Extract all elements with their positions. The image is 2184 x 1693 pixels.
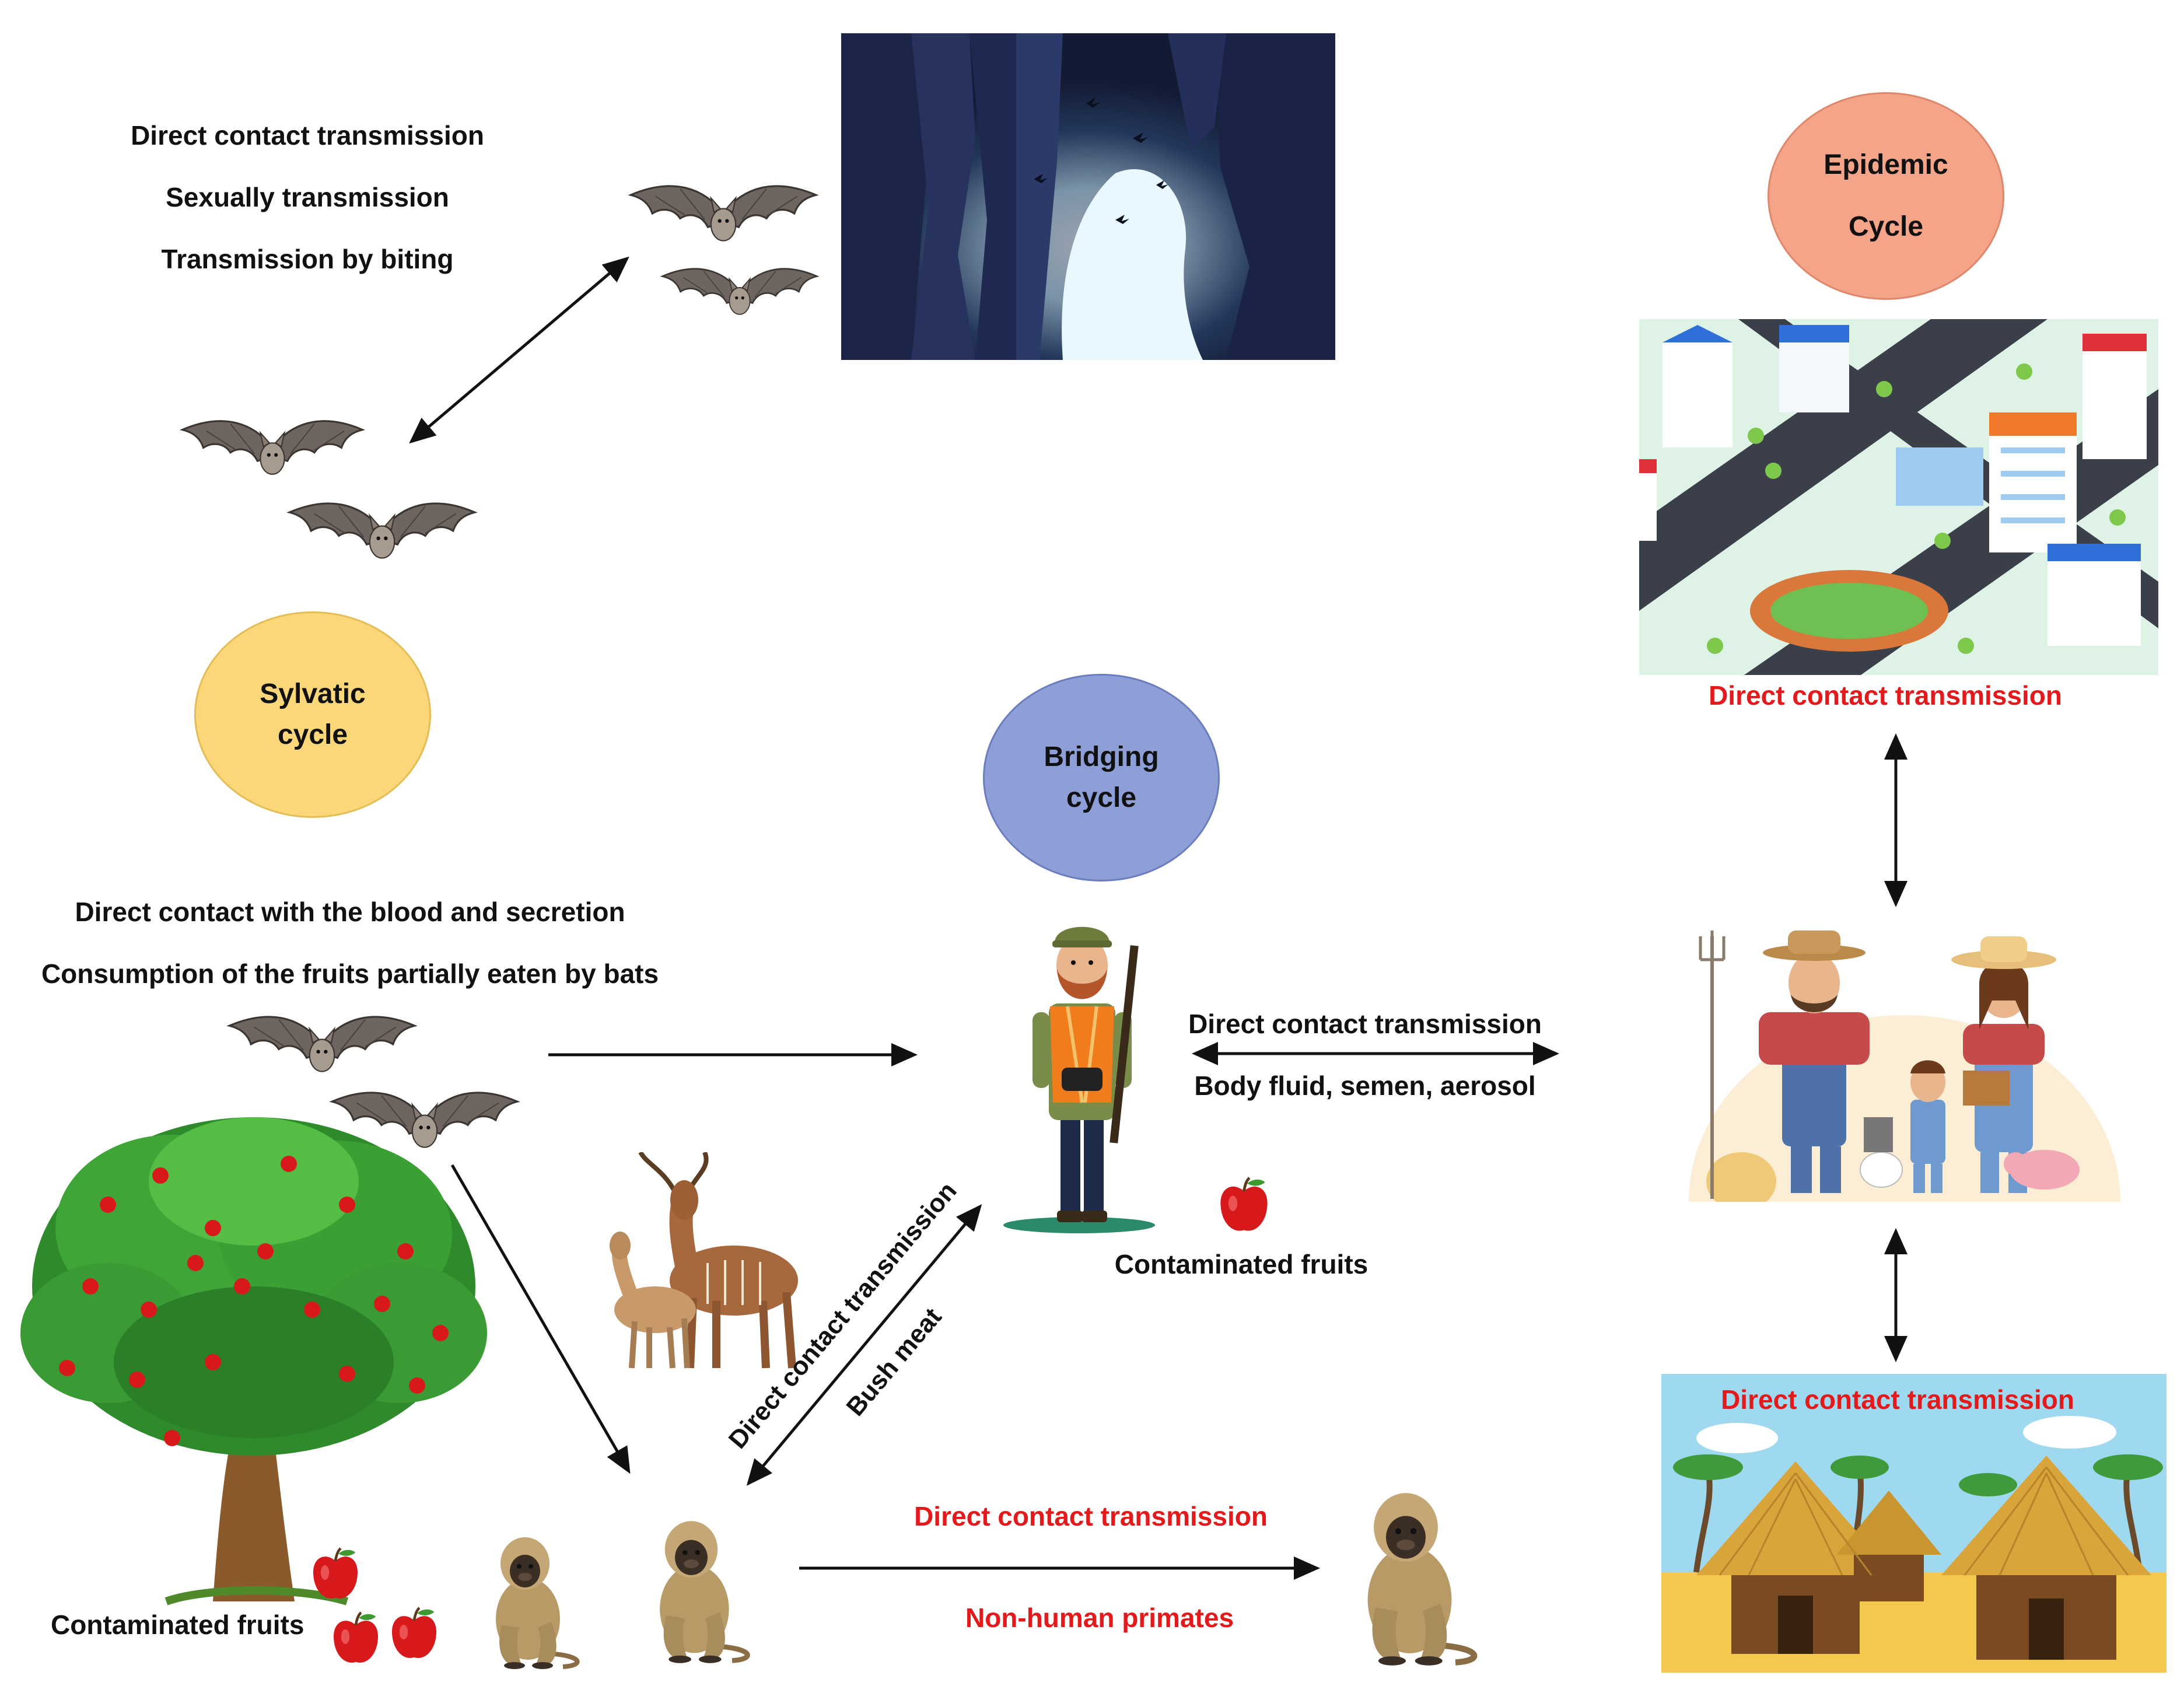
cave-image bbox=[841, 33, 1335, 360]
route-fruits-eaten: Consumption of the fruits partially eate… bbox=[41, 959, 659, 989]
apple-icon bbox=[388, 1605, 440, 1664]
epidemic-cycle-circle: Epidemic Cycle bbox=[1768, 92, 2004, 300]
hunter-icon bbox=[1003, 910, 1161, 1237]
arrow-bats-to-cave bbox=[409, 256, 629, 444]
epidemic-circle-line2: Cycle bbox=[1848, 211, 1924, 242]
bat-icon bbox=[652, 251, 827, 333]
apple-icon bbox=[309, 1546, 362, 1604]
contaminated-fruits-label-center: Contaminated fruits bbox=[1114, 1249, 1368, 1279]
apple-icon bbox=[330, 1610, 382, 1668]
monkey-icon bbox=[1321, 1470, 1490, 1668]
primate-route-direct: Direct contact transmission bbox=[914, 1501, 1268, 1531]
sylvatic-circle-line2: cycle bbox=[277, 719, 348, 750]
monkey-icon bbox=[461, 1520, 589, 1671]
antelope-icon bbox=[600, 1152, 816, 1377]
bridging-cycle-circle: Bridging cycle bbox=[983, 674, 1220, 882]
city-direct-contact-label: Direct contact transmission bbox=[1709, 680, 2062, 711]
hunter-route-fluids: Body fluid, semen, aerosol bbox=[1194, 1071, 1536, 1101]
apple-icon bbox=[1216, 1176, 1272, 1237]
bridging-circle-line1: Bridging bbox=[1044, 741, 1159, 772]
bridging-circle-line2: cycle bbox=[1066, 782, 1137, 813]
route-blood-secretion: Direct contact with the blood and secret… bbox=[75, 897, 625, 927]
village-direct-contact-label: Direct contact transmission bbox=[1721, 1384, 2074, 1415]
primate-route-nonhuman: Non-human primates bbox=[965, 1603, 1234, 1633]
route-sexual: Sexually transmission bbox=[166, 182, 449, 212]
arrow-monkey-to-hunter bbox=[746, 1204, 982, 1486]
village-huts-image bbox=[1661, 1374, 2166, 1673]
bat-icon bbox=[277, 484, 487, 578]
sylvatic-circle-line1: Sylvatic bbox=[260, 678, 366, 709]
farmer-family-icon bbox=[1689, 925, 2120, 1202]
bat-icon bbox=[170, 403, 374, 493]
city-image bbox=[1639, 319, 2158, 675]
route-biting: Transmission by biting bbox=[161, 244, 454, 274]
bat-icon bbox=[618, 167, 828, 260]
contaminated-fruits-label-left: Contaminated fruits bbox=[51, 1610, 304, 1640]
apple-tree-icon bbox=[20, 1111, 487, 1610]
route-direct-contact: Direct contact transmission bbox=[131, 120, 484, 151]
monkey-icon bbox=[624, 1502, 758, 1666]
hunter-route-direct: Direct contact transmission bbox=[1188, 1009, 1542, 1039]
arrow-bats-to-monkey bbox=[450, 1164, 631, 1474]
sylvatic-cycle-circle: Sylvatic cycle bbox=[194, 611, 431, 818]
epidemic-circle-line1: Epidemic bbox=[1824, 149, 1948, 180]
